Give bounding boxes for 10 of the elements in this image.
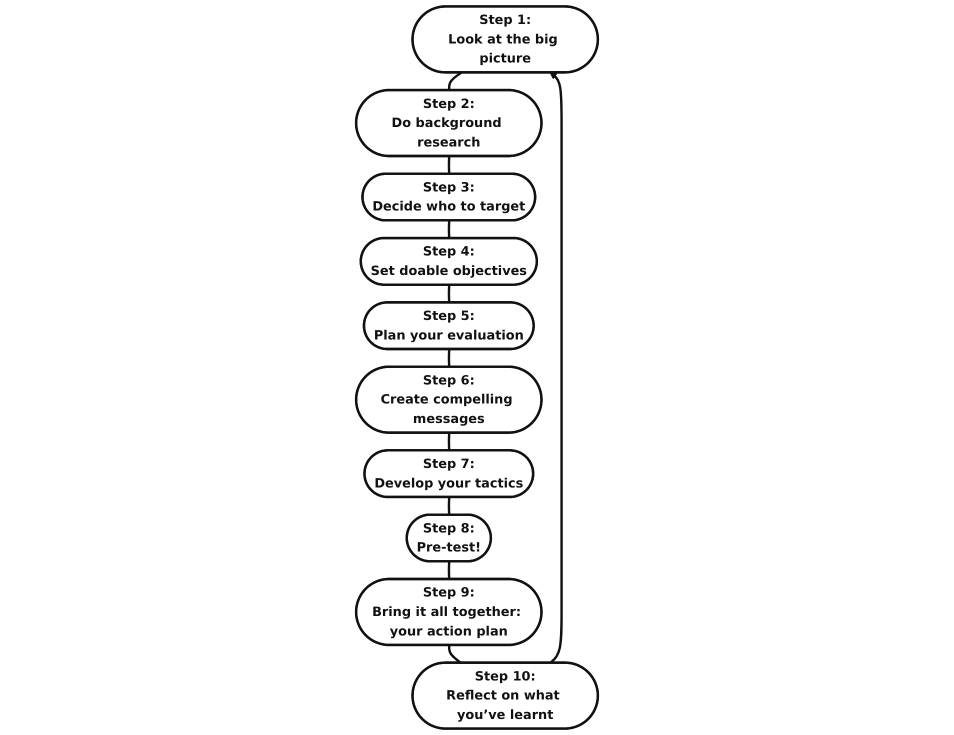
connector — [448, 432, 450, 451]
connector — [448, 72, 462, 91]
connector — [448, 497, 450, 516]
connector — [448, 562, 450, 580]
connector — [448, 645, 462, 664]
connector — [448, 220, 450, 238]
connector — [448, 285, 450, 303]
arrow — [549, 72, 563, 664]
connector — [448, 156, 450, 174]
connector — [448, 349, 450, 368]
